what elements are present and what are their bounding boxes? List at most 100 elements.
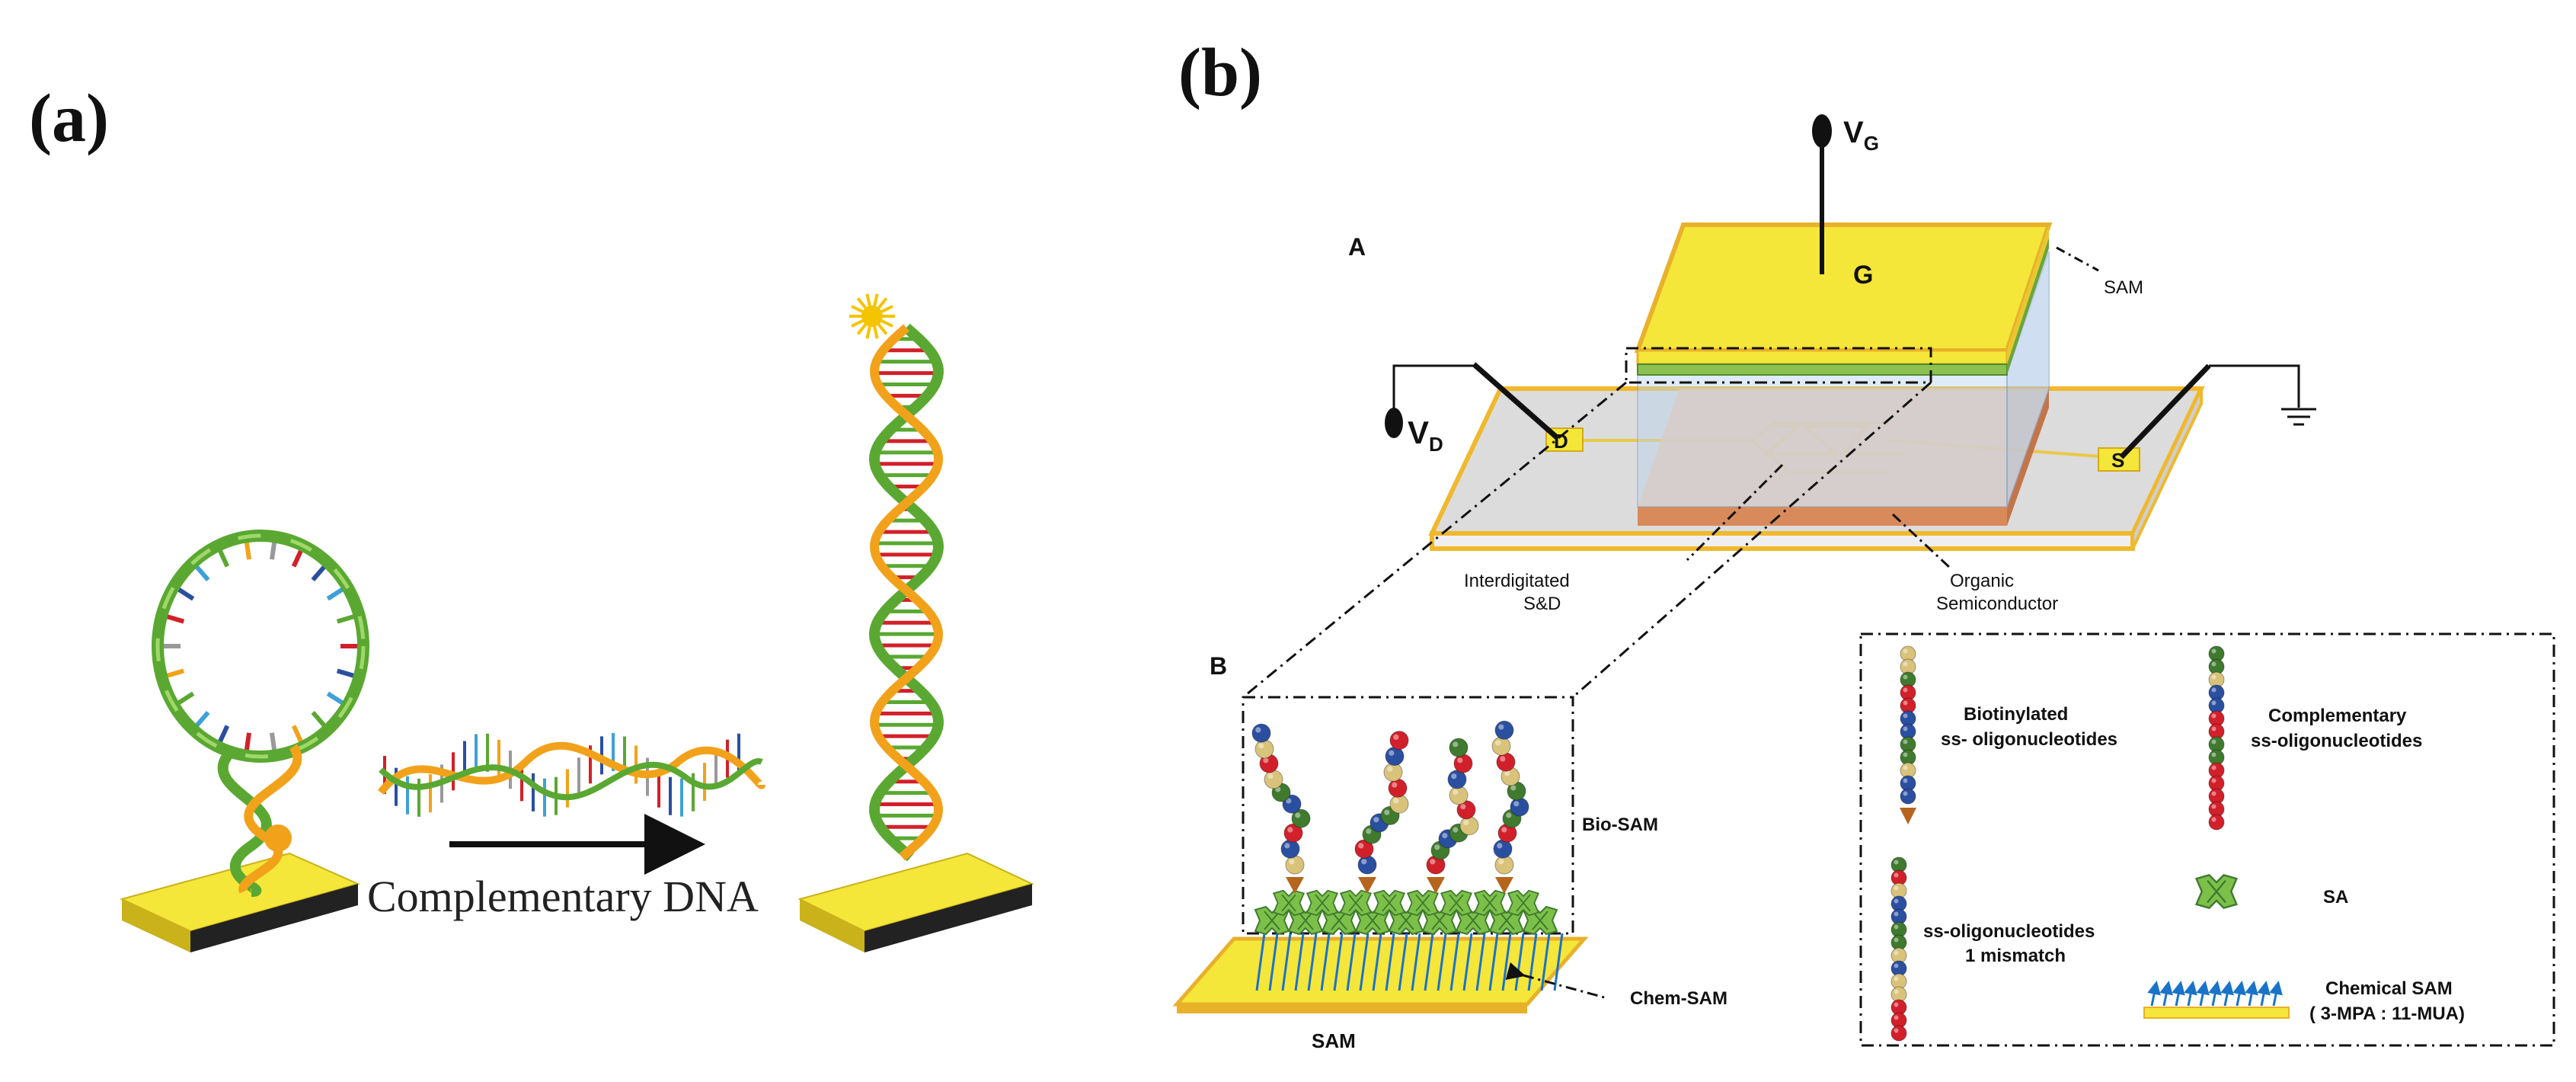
- nucleotide-bead: [1389, 731, 1409, 751]
- nucleotide-bead: [1449, 738, 1469, 757]
- streptavidin-block: [1440, 889, 1473, 917]
- nucleotide-bead: [1890, 1025, 1907, 1042]
- hairpin-probe-dna: [152, 530, 369, 897]
- streptavidin-block: [1373, 889, 1406, 917]
- bead-highlight: [1457, 757, 1463, 763]
- streptavidin-block: [1406, 889, 1440, 917]
- legend-chemical-sam-2: ( 3-MPA : 11-MUA): [2309, 1004, 2465, 1024]
- bead-highlight: [1501, 827, 1507, 833]
- legend-sam-rod: [2172, 981, 2185, 1007]
- chem-sam-rod: [1411, 933, 1421, 991]
- zoom-line-left: [1242, 381, 1627, 699]
- bead-highlight: [1903, 778, 1908, 783]
- bead-highlight: [2211, 739, 2216, 744]
- bead-highlight: [1451, 773, 1457, 779]
- legend-sam-rod: [2208, 981, 2222, 1007]
- nucleotide-bead: [1357, 855, 1377, 875]
- nucleotide-bead: [1280, 839, 1300, 859]
- nucleotide-bead: [1453, 754, 1473, 773]
- nucleotide-bead: [1493, 839, 1513, 859]
- chem-sam-rod: [1333, 933, 1344, 991]
- nucleotide-bead: [1494, 855, 1514, 875]
- nucleotide-bead: [1354, 839, 1374, 859]
- nucleotide-bead: [1494, 720, 1514, 740]
- legend-biotinylated-strand-icon: [1900, 645, 1916, 824]
- streptavidin-block: [1473, 889, 1507, 917]
- nucleotide-bead: [1283, 823, 1303, 843]
- bead-highlight: [2211, 817, 2216, 822]
- bead-highlight: [2211, 726, 2216, 731]
- chem-sam-rod: [1320, 933, 1331, 991]
- streptavidin-groove: [1431, 911, 1448, 930]
- chem-sam-rod: [1398, 933, 1408, 991]
- zoomed-view-frame: [1242, 696, 1574, 935]
- right-gold-substrate: [797, 852, 1034, 952]
- nucleotide-bead: [1254, 739, 1274, 759]
- chem-sam-rod: [1307, 933, 1318, 991]
- nucleotide-bead: [1251, 723, 1271, 743]
- nucleotide-bead: [1385, 747, 1405, 766]
- streptavidin-groove: [1465, 911, 1481, 930]
- legend-biotinylated-2: ss- oligonucleotides: [1941, 729, 2117, 750]
- nucleotide-bead: [1388, 778, 1408, 798]
- interdigitated-label-2: S&D: [1523, 594, 1561, 614]
- streptavidin-groove: [1364, 911, 1381, 930]
- bead-highlight: [1894, 885, 1899, 891]
- complementary-dna-strand: [378, 733, 765, 817]
- double-helix-dna: [868, 323, 944, 862]
- bead-highlight: [1903, 765, 1908, 770]
- bead-highlight: [1903, 739, 1908, 744]
- bead-highlight: [1894, 1028, 1899, 1033]
- bead-highlight: [1267, 773, 1274, 779]
- bead-highlight: [2211, 661, 2216, 667]
- nucleotide-bead: [1496, 752, 1516, 772]
- subpanel-b-label: B: [1210, 652, 1227, 680]
- bead-highlight: [1894, 898, 1899, 904]
- bead-highlight: [1903, 661, 1908, 667]
- biotin-anchor-icon: [1495, 877, 1513, 894]
- legend-sam-rod: [2184, 981, 2197, 1007]
- bead-highlight: [1453, 741, 1459, 747]
- bead-highlight: [1506, 812, 1512, 818]
- drain-wire: [1392, 362, 1560, 440]
- chem-sam-rod: [1437, 933, 1447, 991]
- bead-highlight: [1894, 950, 1899, 956]
- bead-highlight: [1361, 859, 1367, 865]
- source-wire: [2119, 363, 2300, 459]
- streptavidin-groove: [1498, 911, 1515, 930]
- biotin-tag-icon: [1900, 808, 1916, 824]
- bead-highlight: [2211, 674, 2216, 680]
- bead-highlight: [2211, 778, 2216, 783]
- bead-highlight: [1903, 713, 1908, 719]
- bead-highlight: [1387, 766, 1393, 772]
- bead-highlight: [1442, 833, 1448, 839]
- streptavidin-groove: [2207, 879, 2226, 904]
- streptavidin-layer: [1254, 889, 1558, 936]
- gate-label: G: [1853, 261, 1873, 290]
- legend-sam-rod: [2220, 981, 2234, 1007]
- streptavidin-groove: [1516, 894, 1531, 912]
- bead-highlight: [1894, 924, 1899, 930]
- drain-voltage-label: VD: [1408, 415, 1443, 456]
- interdigitated-label-1: Interdigitated: [1464, 571, 1570, 591]
- bead-highlight: [1903, 648, 1908, 654]
- bead-highlight: [1295, 812, 1301, 818]
- bead-highlight: [1453, 789, 1459, 795]
- chem-sam-rod: [1501, 933, 1512, 991]
- streptavidin-groove: [1281, 894, 1296, 912]
- nucleotide-bead: [1900, 788, 1916, 805]
- bead-highlight: [1894, 1002, 1899, 1007]
- nucleotide-bead: [1459, 816, 1479, 836]
- chem-sam-label: Chem-SAM: [1630, 988, 1727, 1009]
- bead-highlight: [2211, 713, 2216, 719]
- bead-highlight: [1894, 976, 1899, 981]
- nucleotide-bead: [1389, 794, 1409, 814]
- bead-highlight: [1498, 724, 1504, 730]
- bead-highlight: [1389, 750, 1395, 756]
- bead-highlight: [1393, 798, 1399, 804]
- nucleotide-bead: [1383, 762, 1403, 782]
- chem-sam-rod: [1475, 933, 1486, 991]
- chem-sam-rod: [1488, 933, 1499, 991]
